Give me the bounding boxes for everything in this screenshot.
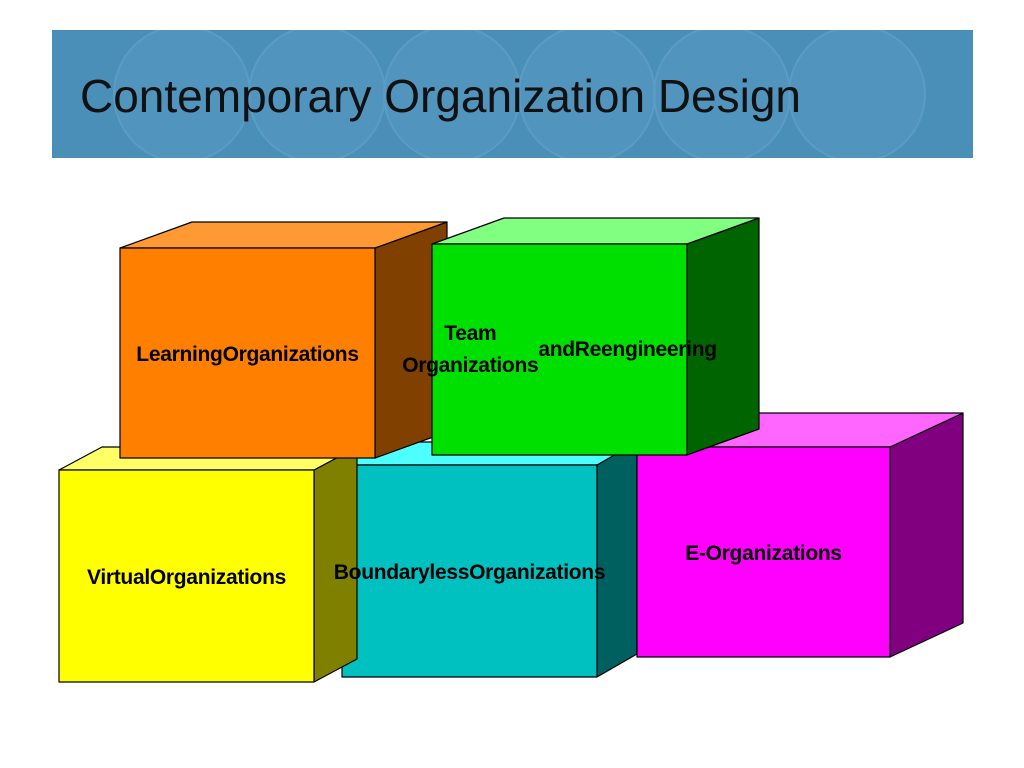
- label-line: Virtual: [87, 566, 150, 589]
- label-line: Reengineering: [574, 338, 717, 361]
- block-virtual: [58, 446, 358, 683]
- block-front-face: [341, 464, 598, 678]
- block-front-face: [431, 243, 688, 456]
- decor-circle: [788, 30, 926, 158]
- label-line: Organizations: [149, 566, 286, 589]
- block-front-face: [636, 446, 891, 658]
- label-virtual: Virtual Organizations: [59, 543, 314, 613]
- label-line: Organizations: [469, 561, 606, 584]
- label-boundaryless: Boundaryless Organizations: [334, 538, 606, 608]
- label-learning: Learning Organizations: [120, 320, 375, 390]
- block-front-face: [58, 469, 315, 683]
- block-side-face: [889, 412, 964, 658]
- label-line: Organizations: [222, 343, 359, 366]
- block-team: [431, 217, 760, 456]
- block-learning: [119, 221, 448, 459]
- block-e-org: [636, 412, 964, 658]
- block-front-face: [119, 247, 376, 459]
- label-e-org: E-Organizations: [637, 536, 890, 572]
- label-line: Boundaryless: [333, 561, 470, 584]
- label-team: Team Organizations and Reengineering: [402, 300, 717, 400]
- label-line: Team Organizations: [402, 322, 539, 377]
- title-bar-background: [52, 30, 973, 158]
- slide-title: Contemporary Organization Design: [80, 70, 802, 122]
- label-line: Learning: [136, 343, 223, 366]
- title-bar: Contemporary Organization Design: [52, 30, 973, 158]
- title-bar-circles: [113, 30, 926, 158]
- title-bar-fill: [52, 30, 973, 158]
- label-line: and: [538, 338, 575, 361]
- label-line: E-Organizations: [685, 542, 842, 565]
